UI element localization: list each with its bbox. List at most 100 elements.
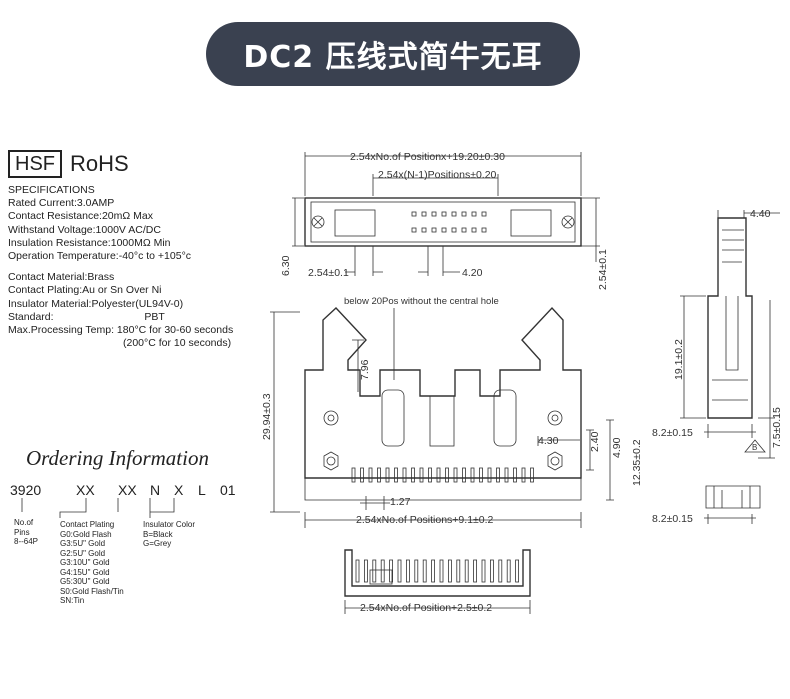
front-pin — [411, 467, 415, 483]
top-pin — [461, 211, 467, 217]
order-code-leaders — [21, 498, 175, 518]
code-color: X — [174, 482, 184, 498]
bottom-pin — [389, 559, 394, 583]
legend-color-option: B=Black — [143, 529, 173, 539]
spec-max-processing-2: (200°C for 10 seconds) — [123, 337, 232, 350]
legend-color-option: G=Grey — [143, 539, 172, 548]
dim-front-height: 29.94±0.3 — [261, 393, 273, 440]
dim-side-440: 4.40 — [750, 208, 771, 220]
rohs-logo: RoHS — [70, 151, 129, 176]
top-pin — [441, 211, 447, 217]
front-pin — [445, 467, 449, 483]
dim-front-note: below 20Pos without the central hole — [344, 296, 499, 307]
spec-standard: Standard: PBT — [8, 311, 278, 324]
spec-heading: SPECIFICATIONS — [8, 184, 95, 196]
spec-standard-value: PBT — [144, 310, 165, 323]
front-pin — [419, 467, 424, 483]
bottom-pin — [414, 559, 419, 583]
dim-top-overall: 2.54xNo.of Positionx+19.20±0.30 — [350, 151, 505, 163]
front-pin — [402, 467, 407, 483]
bottom-pin — [456, 559, 461, 583]
legend-plating-option: G2:5U" Gold — [60, 548, 106, 558]
front-pin — [513, 467, 517, 483]
legend-plating-option: S0:Gold Flash/Tin — [60, 586, 124, 596]
bottom-pins — [355, 559, 519, 583]
front-pin — [360, 467, 364, 483]
top-pin — [471, 227, 477, 233]
legend-pins-line: No.of — [14, 518, 34, 527]
top-pin — [411, 227, 417, 233]
specifications-panel: HSF RoHS SPECIFICATIONS Rated Current:3.… — [8, 150, 278, 350]
dim-front-127: 1.27 — [390, 496, 411, 508]
top-pin — [451, 211, 457, 217]
bottom-pin — [498, 559, 503, 583]
top-view — [292, 152, 600, 276]
front-pin — [351, 467, 356, 483]
legend-plating-option: G5:30U" Gold — [60, 577, 110, 586]
code-n: N — [150, 482, 161, 498]
front-view — [270, 306, 614, 528]
code-plating: XX — [118, 482, 137, 498]
dim-side-75: 7.5±0.15 — [771, 407, 783, 448]
bottom-pin — [489, 559, 494, 583]
legend-plating-option: G3:10U" Gold — [60, 558, 110, 567]
dim-front-bottom: 2.54xNo.of Positions+9.1±0.2 — [356, 514, 494, 526]
bottom-pin — [447, 559, 452, 583]
front-pin — [462, 467, 466, 483]
dim-top-pitch-small: 2.54±0.1 — [308, 267, 349, 279]
code-l: L — [198, 482, 206, 498]
top-pins — [411, 211, 487, 233]
dim-top-pitch: 2.54x(N-1)Positions±0.20 — [378, 169, 497, 181]
dim-top-height: 6.30 — [280, 255, 292, 276]
front-pin — [479, 467, 483, 483]
front-pin — [496, 467, 500, 483]
spec-contact-plating: Contact Plating:Au or Sn Over Ni — [8, 284, 162, 297]
spec-standard-label: Standard: — [8, 310, 54, 323]
legend-plating-option: G0:Gold Flash — [60, 529, 112, 539]
spec-contact-material: Contact Material:Brass — [8, 271, 115, 284]
legend-pins-line: Pins — [14, 527, 30, 537]
bottom-pin — [397, 559, 402, 583]
front-pin — [385, 467, 390, 483]
legend-plating: Contact Plating G0:Gold Flash G3:5U" Gol… — [60, 520, 124, 606]
top-pin — [411, 211, 417, 217]
top-pin — [421, 227, 427, 233]
bottom-pin — [473, 559, 478, 583]
front-pin — [487, 467, 492, 483]
front-pin — [530, 467, 534, 483]
code-pins: XX — [76, 482, 95, 498]
front-pin — [470, 467, 475, 483]
bottom-pin — [405, 559, 410, 583]
top-pin — [481, 227, 487, 233]
dim-front-1235: 12.35±0.2 — [631, 439, 643, 486]
top-pin — [481, 211, 487, 217]
bottom-pin — [439, 559, 444, 583]
bottom-pin — [363, 559, 368, 583]
top-pin — [451, 227, 457, 233]
dim-front-796: 7.96 — [359, 359, 371, 380]
spec-lines: SPECIFICATIONS Rated Current:3.0AMP Cont… — [8, 184, 278, 350]
legend-pins-line: 8--64P — [14, 537, 39, 546]
dim-front-430: 4.30 — [538, 435, 559, 447]
legend-plating-option: G3:5U" Gold — [60, 539, 106, 548]
top-pin — [431, 227, 437, 233]
ordering-title: Ordering Information — [26, 446, 209, 470]
top-pin — [441, 227, 447, 233]
bottom-pin — [481, 559, 486, 583]
dim-top-right-vertical: 2.54±0.1 — [597, 249, 609, 290]
bottom-pin — [372, 559, 377, 583]
front-pin — [394, 467, 398, 483]
legend-plating-option: G4:15U" Gold — [60, 567, 110, 577]
legend-pins: No.of Pins 8--64P — [14, 518, 38, 547]
top-pin — [471, 211, 477, 217]
dim-side-82-b: 8.2±0.15 — [652, 513, 693, 525]
bottom-pin — [355, 559, 360, 583]
front-pin — [504, 467, 509, 483]
spec-rated-current: Rated Current:3.0AMP — [8, 197, 115, 210]
dim-front-240: 2.40 — [589, 431, 601, 452]
front-pin — [368, 467, 373, 483]
bottom-pin — [464, 559, 469, 583]
front-pin — [377, 467, 381, 483]
bottom-pin — [515, 559, 519, 583]
